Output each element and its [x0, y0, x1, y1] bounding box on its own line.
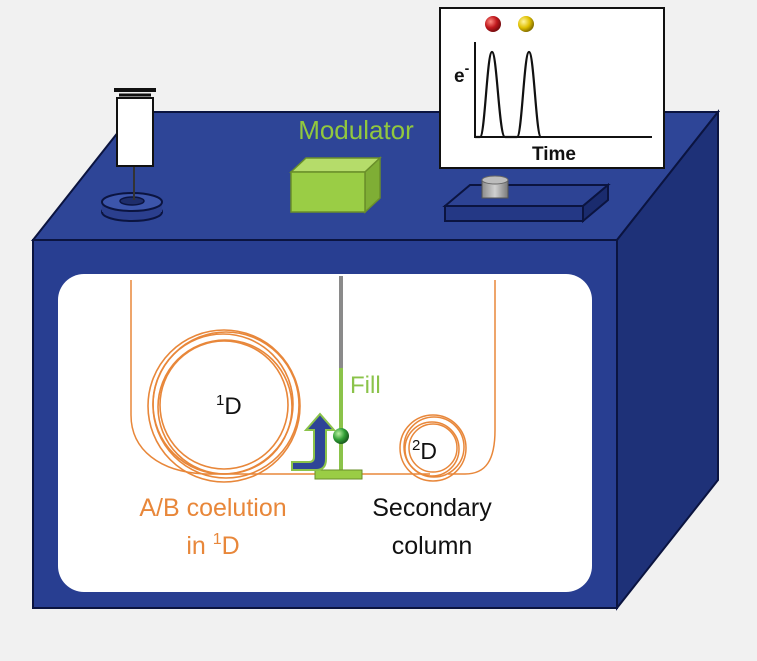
peak-marker-red — [485, 16, 501, 32]
x-axis-label: Time — [532, 144, 576, 165]
detector-plate-top — [442, 184, 611, 207]
peak-marker-yellow — [518, 16, 534, 32]
modulator-foot — [314, 469, 363, 480]
modulator-stem: Fill — [291, 276, 381, 480]
analyte-band — [333, 428, 349, 444]
secondary-column-label-line1: Secondary — [372, 494, 492, 522]
chromatogram: e- Time — [439, 7, 665, 169]
fill-arrow — [291, 412, 337, 471]
second-column-coil-2 — [403, 416, 465, 478]
injector — [101, 88, 163, 222]
second-dimension-label: 2D — [412, 437, 437, 464]
secondary-column-label-line2: column — [392, 532, 473, 560]
second-column-coil-1 — [399, 414, 467, 482]
second-column-coil-4 — [408, 423, 458, 473]
first-column-coil-5 — [159, 340, 289, 470]
modulator: Modulator — [289, 115, 414, 214]
detector-plate-front — [444, 205, 584, 222]
coelution-label-line1: A/B coelution — [139, 494, 286, 522]
chromatogram-frame — [439, 7, 665, 169]
second-column-outlet — [448, 280, 496, 475]
first-dimension-column — [130, 280, 320, 483]
syringe-barrel — [116, 97, 154, 167]
first-column-coil-4 — [157, 339, 293, 475]
coelution-label-line2: in 1D — [186, 531, 239, 560]
modulator-label: Modulator — [298, 115, 414, 145]
detector-cylinder-top — [481, 175, 509, 185]
detector-plate-side — [582, 182, 609, 224]
first-dimension-label: 1D — [216, 392, 242, 420]
first-column-coil-1 — [147, 329, 301, 483]
peak-2 — [515, 50, 543, 139]
modulator-front — [290, 171, 366, 213]
second-dimension-column — [362, 280, 496, 482]
peak-1 — [475, 50, 517, 139]
detector — [442, 175, 611, 224]
y-axis-label: e- — [454, 60, 470, 87]
fill-label: Fill — [350, 372, 381, 399]
injector-port — [119, 196, 145, 206]
second-column-coil-3 — [404, 421, 460, 477]
